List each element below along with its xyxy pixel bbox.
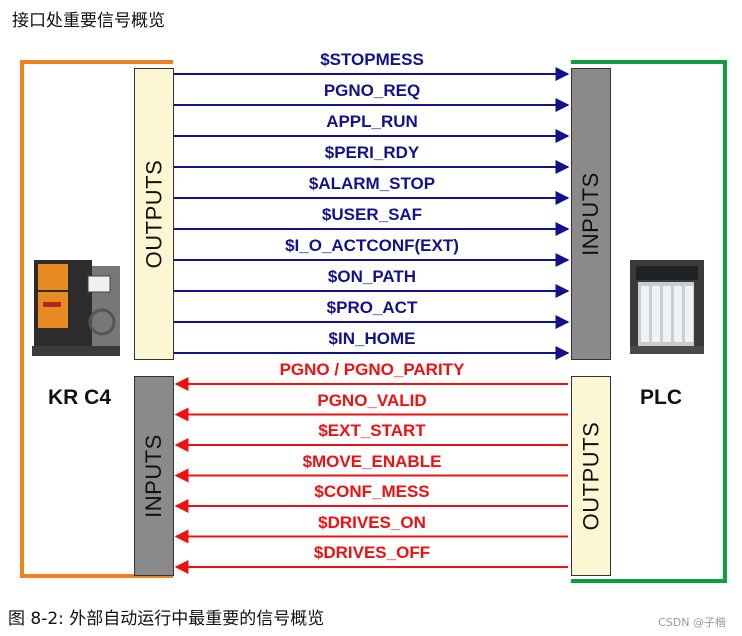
signal-label: $DRIVES_OFF xyxy=(313,543,431,562)
signal-label: $CONF_MESS xyxy=(314,482,430,501)
kr-c4-label: KR C4 xyxy=(48,386,112,409)
watermark: CSDN @子楷 xyxy=(658,616,726,629)
plc-rack-image xyxy=(630,260,704,354)
signal-label: $STOPMESS xyxy=(320,50,424,69)
kr-c4-outputs-box: OUTPUTS xyxy=(134,68,174,360)
signal-label: $EXT_START xyxy=(318,421,426,440)
signal-label: $ON_PATH xyxy=(327,267,417,286)
signal-label: APPL_RUN xyxy=(326,112,418,131)
kr-c4-frame xyxy=(20,60,173,578)
signal-label: PGNO / PGNO_PARITY xyxy=(279,360,465,379)
kr-c4-inputs-box: INPUTS xyxy=(134,376,174,576)
signal-label: $PERI_RDY xyxy=(324,143,420,162)
signal-label: $IN_HOME xyxy=(328,329,416,348)
signal-label: $PRO_ACT xyxy=(326,298,418,317)
plc-label: PLC xyxy=(640,386,682,409)
signal-label: $DRIVES_ON xyxy=(318,512,426,532)
page-title: 接口处重要信号概览 xyxy=(12,11,165,31)
figure-caption: 图 8-2: 外部自动运行中最重要的信号概览 xyxy=(8,609,325,629)
plc-frame xyxy=(571,60,727,583)
signal-label: $MOVE_ENABLE xyxy=(302,451,442,471)
signal-label: PGNO_VALID xyxy=(317,390,427,410)
plc-outputs-box: OUTPUTS xyxy=(571,376,611,576)
signal-label: $USER_SAF xyxy=(321,205,423,224)
kr-c4-controller-image xyxy=(32,260,120,356)
signal-label: $ALARM_STOP xyxy=(308,174,436,193)
signal-label: PGNO_REQ xyxy=(323,81,421,100)
plc-inputs-box: INPUTS xyxy=(571,68,611,360)
signal-label: $I_O_ACTCONF(EXT) xyxy=(285,236,459,255)
